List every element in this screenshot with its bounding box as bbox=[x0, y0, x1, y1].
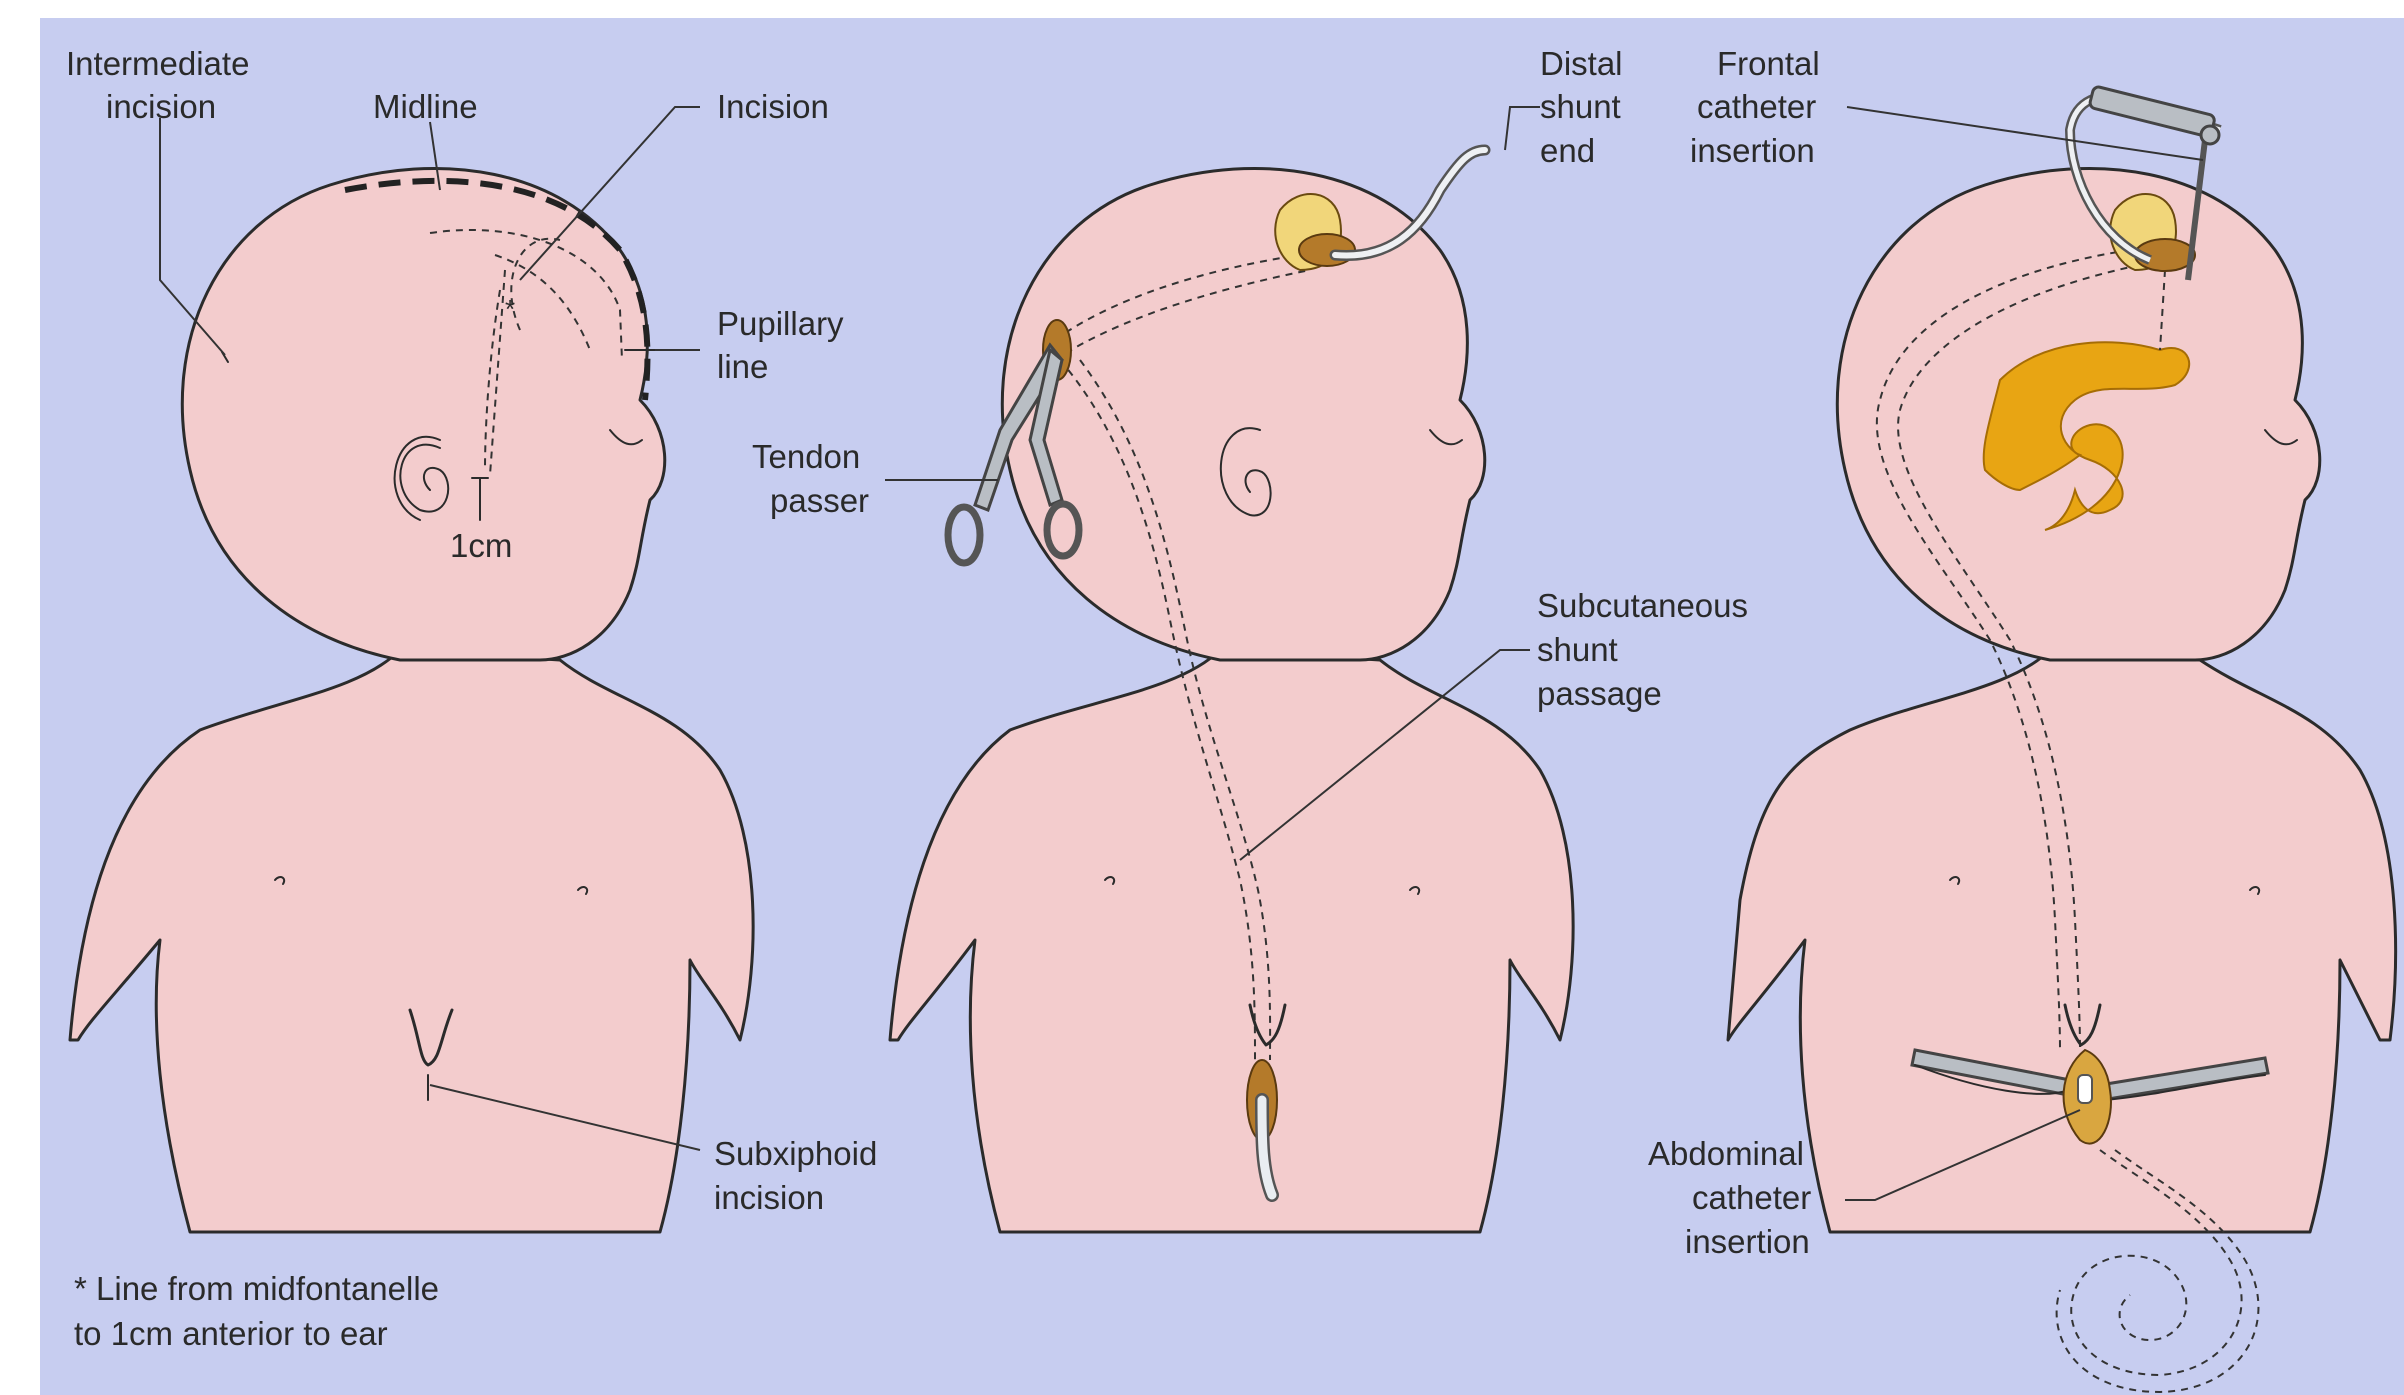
label-subcutaneous-2: shunt bbox=[1537, 631, 1618, 668]
star-marker: * bbox=[505, 294, 515, 324]
label-subcutaneous-3: passage bbox=[1537, 675, 1662, 712]
label-one-cm: 1cm bbox=[450, 527, 512, 564]
infant-1-head bbox=[182, 168, 664, 660]
label-subxiphoid-2: incision bbox=[714, 1179, 824, 1216]
label-midline: Midline bbox=[373, 88, 478, 125]
scalp-incision bbox=[1299, 234, 1355, 266]
label-abdominal-3: insertion bbox=[1685, 1223, 1810, 1260]
label-tendon-1: Tendon bbox=[752, 438, 860, 475]
infant-2-head bbox=[1002, 168, 1484, 660]
label-frontal-1: Frontal bbox=[1717, 45, 1820, 82]
infant-3-head bbox=[1837, 168, 2319, 660]
label-intermediate-incision-2: incision bbox=[106, 88, 216, 125]
label-distal-2: shunt bbox=[1540, 88, 1621, 125]
label-tendon-2: passer bbox=[770, 482, 869, 519]
footnote-line-1: * Line from midfontanelle bbox=[74, 1270, 439, 1307]
label-abdominal-1: Abdominal bbox=[1648, 1135, 1804, 1172]
label-subxiphoid-1: Subxiphoid bbox=[714, 1135, 877, 1172]
label-distal-3: end bbox=[1540, 132, 1595, 169]
label-subcutaneous-1: Subcutaneous bbox=[1537, 587, 1748, 624]
label-pupillary-1: Pupillary bbox=[717, 305, 844, 342]
label-frontal-2: catheter bbox=[1697, 88, 1816, 125]
label-frontal-3: insertion bbox=[1690, 132, 1815, 169]
label-distal-1: Distal bbox=[1540, 45, 1623, 82]
footnote-line-2: to 1cm anterior to ear bbox=[74, 1315, 388, 1352]
label-incision: Incision bbox=[717, 88, 829, 125]
label-pupillary-2: line bbox=[717, 348, 768, 385]
label-abdominal-2: catheter bbox=[1692, 1179, 1811, 1216]
label-intermediate-incision-1: Intermediate bbox=[66, 45, 249, 82]
